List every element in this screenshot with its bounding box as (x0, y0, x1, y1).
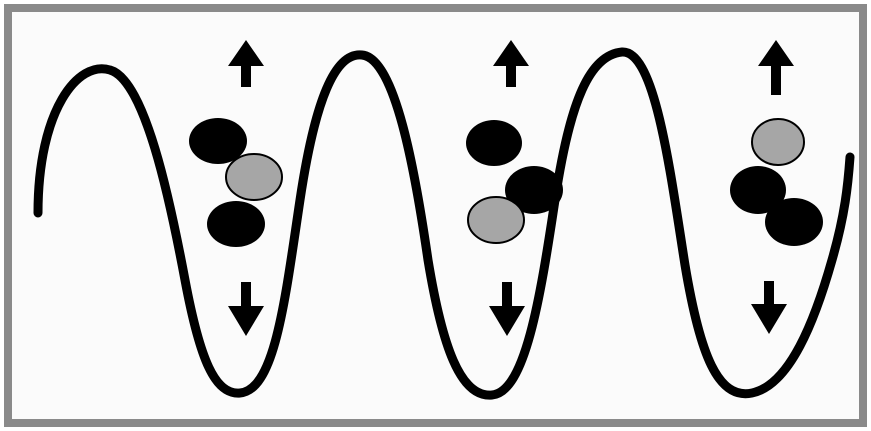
well-1 (189, 40, 283, 336)
well-2 (466, 40, 563, 336)
dark-particle (765, 198, 823, 246)
dark-particle (730, 166, 786, 214)
well-3 (730, 40, 823, 334)
down-arrow-icon (489, 282, 525, 336)
dark-particle (466, 120, 522, 166)
down-arrow-icon (228, 282, 264, 336)
light-particle (751, 118, 805, 166)
dark-particle (505, 166, 563, 214)
dark-particle (207, 201, 265, 247)
up-arrow-icon (228, 40, 264, 87)
up-arrow-icon (493, 40, 529, 87)
light-particle (225, 153, 283, 201)
potential-curve (33, 47, 855, 400)
up-arrow-icon (758, 40, 794, 95)
frame-border (4, 4, 867, 427)
light-particle (467, 196, 525, 244)
down-arrow-icon (751, 281, 787, 334)
dark-particle (189, 118, 247, 164)
